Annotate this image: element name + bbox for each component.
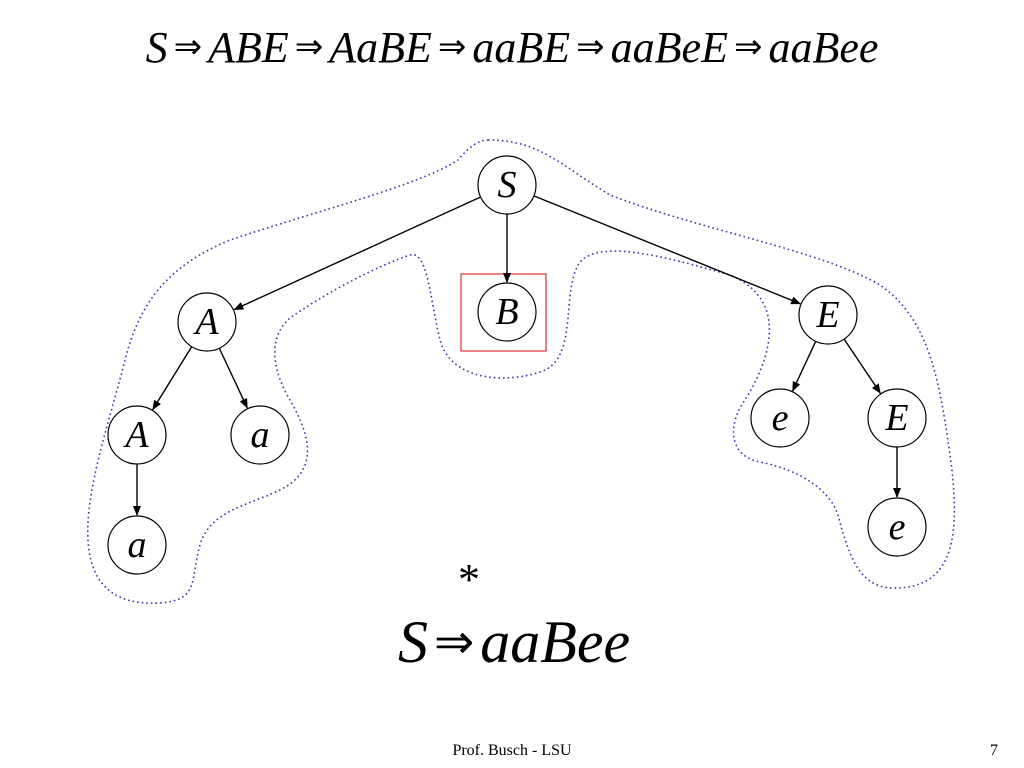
tree-node-label: e	[889, 506, 906, 548]
derivation-step: ABE	[208, 23, 289, 72]
subtree-outline	[86, 139, 956, 604]
tree-node-a2: a	[107, 515, 167, 575]
tree-node-label: a	[251, 414, 270, 456]
tree-node-label: S	[498, 164, 517, 206]
tree-node-A1: A	[177, 292, 237, 352]
tree-node-e1: e	[750, 388, 810, 448]
tree-node-circle	[230, 405, 290, 465]
tree-node-a1: a	[230, 405, 290, 465]
tree-node-E1: E	[798, 285, 858, 345]
tree-node-circle	[477, 155, 537, 215]
derivation-sequence: S⇒ABE⇒AaBE⇒aaBE⇒aaBeE⇒aaBee	[0, 22, 1024, 73]
tree-node-label: a	[128, 524, 147, 566]
tree-edge-A1-A2	[152, 346, 193, 411]
implies-arrow: ⇒	[294, 27, 324, 67]
derivation-step: S	[145, 23, 168, 72]
implies-arrow: ⇒	[173, 27, 203, 67]
tree-node-circle	[867, 497, 927, 557]
derivation-step: aaBE	[472, 23, 571, 72]
tree-edge-E1-e1	[792, 340, 817, 392]
tree-node-e2: e	[867, 497, 927, 557]
tree-node-label: E	[815, 294, 839, 336]
tree-edge-E1-E2	[843, 338, 881, 394]
tree-node-circle	[867, 388, 927, 448]
tree-node-A2: A	[107, 405, 167, 465]
derivation-step: aaBeE	[610, 23, 728, 72]
tree-node-label: B	[495, 291, 518, 333]
implies-arrow: ⇒	[434, 614, 475, 670]
summary-lhs: S	[398, 609, 428, 675]
implies-arrow: ⇒	[576, 27, 605, 67]
tree-node-E2: E	[867, 388, 927, 448]
star-symbol: *	[458, 555, 480, 604]
tree-node-label: E	[884, 397, 908, 439]
page-number: 7	[990, 742, 998, 759]
tree-node-circle	[750, 388, 810, 448]
footer-author: Prof. Busch - LSU	[452, 742, 572, 759]
tree-edge-S-E1	[533, 195, 802, 305]
implies-arrow: ⇒	[733, 27, 763, 67]
tree-node-circle	[107, 515, 167, 575]
tree-node-circle	[107, 405, 167, 465]
tree-node-circle	[798, 285, 858, 345]
tree-edge-S-A1	[233, 196, 481, 311]
tree-node-B: B	[477, 282, 537, 342]
tree-node-label: e	[772, 397, 789, 439]
summary-rhs: aaBee	[480, 609, 631, 675]
summary-derivation: S⇒aaBee	[398, 608, 630, 677]
tree-node-circle	[477, 282, 537, 342]
tree-edges	[133, 195, 901, 516]
tree-node-label: A	[122, 414, 149, 456]
tree-node-circle	[177, 292, 237, 352]
derivation-step: aaBee	[768, 23, 879, 72]
tree-node-label: A	[192, 301, 219, 343]
derivation-step: AaBE	[329, 23, 432, 72]
implies-arrow: ⇒	[437, 27, 467, 67]
tree-edge-A1-a1	[218, 347, 248, 409]
tree-node-S: S	[477, 155, 537, 215]
